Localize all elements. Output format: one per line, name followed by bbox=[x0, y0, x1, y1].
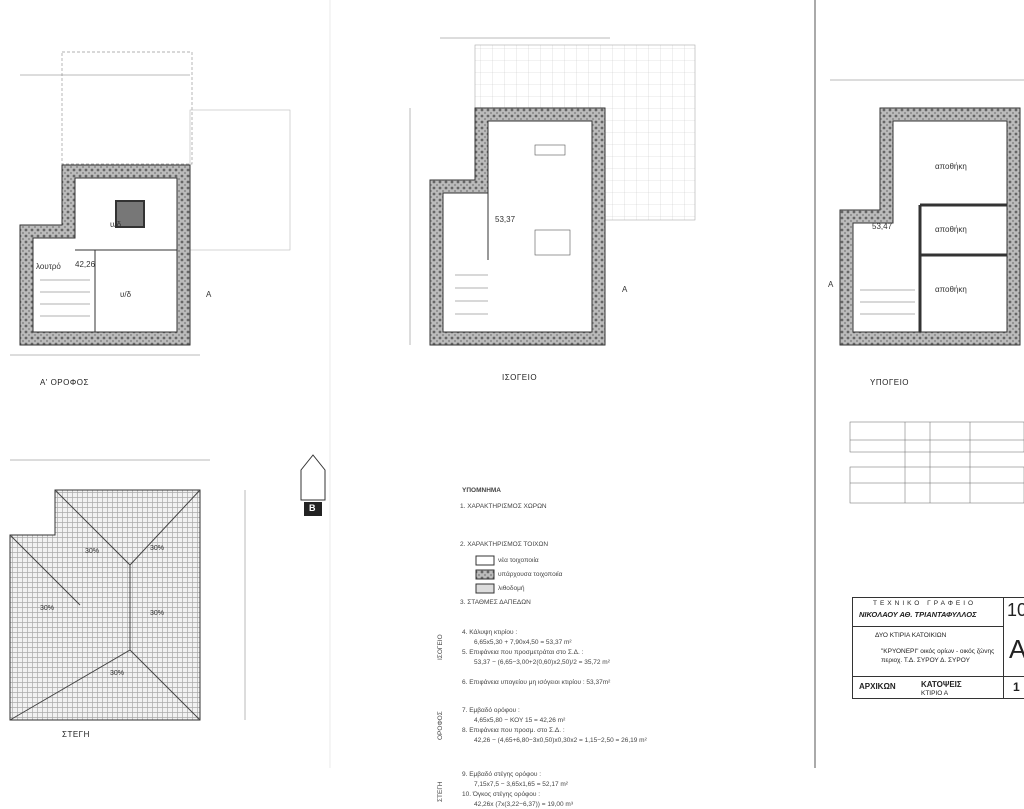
building-name: ΚΤΙΡΙΟ Α bbox=[921, 690, 949, 697]
legend-side-label: ΟΡΟΦΟΣ bbox=[437, 711, 444, 740]
roof-slope: 30% bbox=[150, 610, 165, 617]
legend-title: ΥΠΟΜΝΗΜΑ bbox=[462, 487, 501, 494]
legend-line: 3. ΣΤΑΘΜΕΣ ΔΑΠΕΔΩΝ bbox=[460, 599, 531, 606]
legend-line: 53,37 − (6,65−3,00+2(0,60)x2,50)/2 = 35,… bbox=[474, 659, 610, 666]
legend-line: 42,26x (7x(3,22−6,37)) = 19,00 m³ bbox=[474, 801, 574, 808]
sheet-letter: Α bbox=[1009, 634, 1024, 664]
sheet-number: 10 bbox=[1007, 600, 1024, 620]
legend-line: 10. Όγκος στέγης ορόφου : bbox=[462, 791, 541, 798]
north-marker-label: B bbox=[309, 503, 316, 513]
engineer-name: ΝΙΚΟΛΑΟΥ ΑΘ. ΤΡΙΑΝΤΑΦΥΛΛΟΣ bbox=[859, 610, 977, 619]
roof-slope: 30% bbox=[85, 548, 100, 555]
basement-title: ΥΠΟΓΕΙΟ bbox=[870, 378, 910, 387]
legend-line: 4. Κάλυψη κτιρίου : bbox=[462, 629, 518, 636]
location-line: "ΚΡΥΟΝΕΡΙ" οικός ορίων - οικός ζώνης bbox=[881, 648, 995, 655]
room-label: αποθήκη bbox=[935, 225, 967, 234]
upper-floor-title: Α' ΟΡΟΦΟΣ bbox=[40, 378, 89, 387]
legend-line: 6. Επιφάνεια υπογείου μη ισόγειοι κτιρίο… bbox=[462, 679, 611, 686]
roof-title: ΣΤΕΓΗ bbox=[62, 730, 90, 739]
upper-floor-plan bbox=[10, 51, 291, 356]
section-marker: Α bbox=[622, 285, 628, 294]
roof-slope: 30% bbox=[150, 545, 165, 552]
legend-swatch-new bbox=[475, 555, 495, 566]
roof-slope: 30% bbox=[40, 605, 55, 612]
project-name: ΔΥΟ ΚΤΙΡΙΑ ΚΑΤΟΙΚΙΩΝ bbox=[875, 632, 947, 639]
drawing-sheet bbox=[9, 0, 1024, 768]
drawing-type: ΑΡΧΙΚΩΝ bbox=[859, 682, 896, 691]
ground-floor-title: ΙΣΟΓΕΙΟ bbox=[502, 373, 538, 382]
section-marker: Α bbox=[206, 290, 212, 299]
legend-line: υπάρχουσα τοιχοποιία bbox=[498, 571, 563, 578]
section-marker: Α bbox=[828, 280, 834, 289]
area-tables bbox=[849, 421, 1024, 504]
legend-line: 8. Επιφάνεια που προσμ. στο Σ.Δ. : bbox=[462, 727, 565, 734]
legend-line: 7. Εμβαδό ορόφου : bbox=[462, 707, 520, 714]
room-label: λουτρό bbox=[36, 262, 61, 271]
room-area: 53,47 bbox=[872, 222, 893, 231]
legend-swatch-existing bbox=[475, 569, 495, 580]
drawing-title: ΚΑΤΟΨΕΙΣ bbox=[921, 680, 962, 689]
room-area: 53,37 bbox=[495, 215, 516, 224]
legend-line: 7,15x7,5 − 3,65x1,65 = 52,17 m² bbox=[474, 781, 568, 788]
ground-floor-plan bbox=[409, 37, 696, 346]
north-arrow-icon bbox=[300, 454, 326, 516]
legend-line: 5. Επιφάνεια που προσμετράται στο Σ.Δ. : bbox=[462, 649, 584, 656]
legend-line: λιθοδομή bbox=[498, 585, 525, 592]
title-block: ΤΕΧΝΙΚΟ ΓΡΑΦΕΙΟ ΝΙΚΟΛΑΟΥ ΑΘ. ΤΡΙΑΝΤΑΦΥΛΛ… bbox=[852, 597, 1024, 699]
room-area: 42,26 bbox=[75, 260, 96, 269]
roof-slope: 30% bbox=[110, 670, 125, 677]
scale-value: 1 bbox=[1013, 680, 1020, 694]
legend-line: 9. Εμβαδό στέγης ορόφου : bbox=[462, 771, 542, 778]
legend-swatch-stone bbox=[475, 583, 495, 594]
office-name: ΤΕΧΝΙΚΟ ΓΡΑΦΕΙΟ bbox=[873, 600, 977, 607]
room-label: αποθήκη bbox=[935, 285, 967, 294]
legend-line: 2. ΧΑΡΑΚΤΗΡΙΣΜΟΣ ΤΟΙΧΩΝ bbox=[460, 541, 549, 548]
roof-plan bbox=[9, 459, 246, 721]
legend-side-label: ΙΣΟΓΕΙΟ bbox=[437, 634, 444, 660]
room-label: υ/δ bbox=[110, 220, 122, 229]
legend-line: νέα τοιχοποιία bbox=[498, 557, 539, 564]
legend-side-label: ΣΤΕΓΗ bbox=[437, 781, 444, 802]
location-line: περιοχ. Τ.Δ. ΣΥΡΟΥ Δ. ΣΥΡΟΥ bbox=[881, 657, 970, 664]
legend-line: 1. ΧΑΡΑΚΤΗΡΙΣΜΟΣ ΧΩΡΩΝ bbox=[460, 503, 547, 510]
legend-line: 42,26 − (4,65+6,80−3x0,50)x0,30x2 = 1,15… bbox=[474, 737, 647, 744]
basement-plan bbox=[830, 79, 1024, 346]
room-label: αποθήκη bbox=[935, 162, 967, 171]
room-label: υ/δ bbox=[120, 290, 132, 299]
legend-line: 4,65x5,80 − ΚΟΥ 15 = 42,26 m² bbox=[474, 717, 566, 724]
legend-line: 6,65x5,30 + 7,90x4,50 = 53,37 m² bbox=[474, 639, 572, 646]
